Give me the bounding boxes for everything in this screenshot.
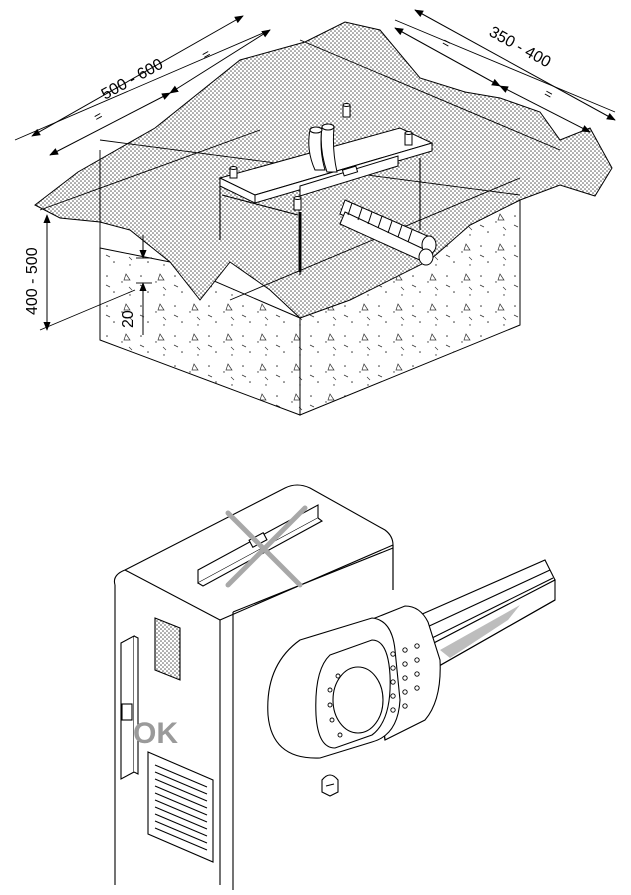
- height-dimension-label: 400 - 500: [24, 247, 41, 315]
- width-dimension-label: 500 - 600: [99, 56, 166, 104]
- motor-housing: [267, 605, 441, 759]
- width-equal-mark-left: =: [91, 108, 105, 125]
- small-vent-grille: [154, 617, 181, 681]
- depth-dimension-label: 350 - 400: [486, 24, 553, 72]
- release-lock-icon: [321, 774, 339, 797]
- offset-dimension-label: 20: [120, 310, 137, 328]
- anchor-base-plate: [218, 103, 434, 275]
- foundation-drawing: 500 - 600 = = 350 - 400 = = 400 - 500 20: [14, 9, 616, 416]
- louvre-vent: [147, 751, 214, 863]
- operator-cabinet: [113, 484, 394, 890]
- depth-equal-mark-right: =: [542, 86, 556, 103]
- corrugated-pipes: [339, 199, 437, 266]
- offset-dimension: 20: [120, 235, 152, 335]
- cable-conduits: [308, 123, 338, 173]
- depth-equal-mark-left: =: [440, 35, 454, 52]
- spirit-level: [299, 155, 399, 197]
- incorrect-cross-icon: [225, 505, 308, 588]
- correct-ok-label: OK: [133, 717, 178, 750]
- height-dimension: 400 - 500: [24, 214, 51, 331]
- side-spirit-level: [120, 635, 139, 780]
- boom-arm: [419, 559, 556, 671]
- operator-drawing: OK: [113, 484, 556, 890]
- anchor-bolt: [229, 103, 413, 211]
- housing-holes: [327, 643, 420, 738]
